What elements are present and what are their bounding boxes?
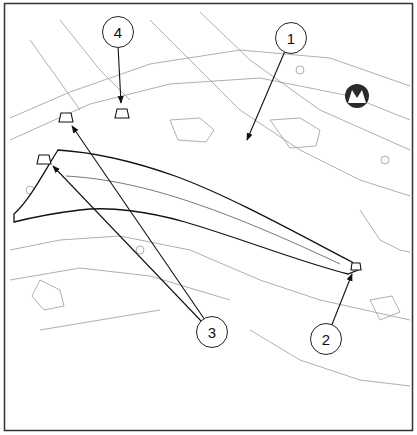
- chassis-line: [360, 210, 410, 252]
- chassis-part: [270, 118, 320, 148]
- leader-line: [53, 166, 203, 323]
- watermark-logo: [345, 84, 369, 108]
- bolt-sketch: [381, 156, 389, 164]
- chassis-part: [32, 280, 64, 310]
- leader-line: [331, 274, 352, 327]
- chassis-part: [370, 296, 400, 320]
- frame: [5, 4, 413, 431]
- fastener: [115, 109, 129, 118]
- chassis-line: [10, 268, 230, 300]
- shield-crease: [66, 176, 340, 264]
- underbody-shield: [14, 150, 358, 274]
- callout-number: 2: [310, 323, 342, 355]
- bolt-sketch: [136, 246, 144, 254]
- chassis-line: [10, 78, 410, 140]
- leader-lines: [53, 46, 352, 327]
- leader-line: [72, 126, 205, 320]
- chassis-sketch: [10, 12, 410, 386]
- chassis-line: [150, 20, 410, 196]
- fasteners: [37, 109, 361, 270]
- chassis-line: [10, 50, 410, 118]
- fastener: [351, 263, 361, 270]
- chassis-part: [170, 118, 214, 142]
- fastener: [37, 155, 51, 164]
- leader-line: [247, 51, 285, 140]
- chassis-line: [40, 310, 160, 330]
- callout-number: 1: [275, 22, 307, 54]
- logo-mark: [348, 90, 366, 103]
- bolt-sketch: [296, 66, 304, 74]
- chassis-line: [30, 40, 80, 110]
- callout-number: 3: [196, 316, 228, 348]
- leader-line: [118, 46, 121, 103]
- fastener: [59, 113, 73, 122]
- chassis-line: [200, 12, 410, 150]
- callout-number: 4: [102, 16, 134, 48]
- logo-disc: [345, 84, 369, 108]
